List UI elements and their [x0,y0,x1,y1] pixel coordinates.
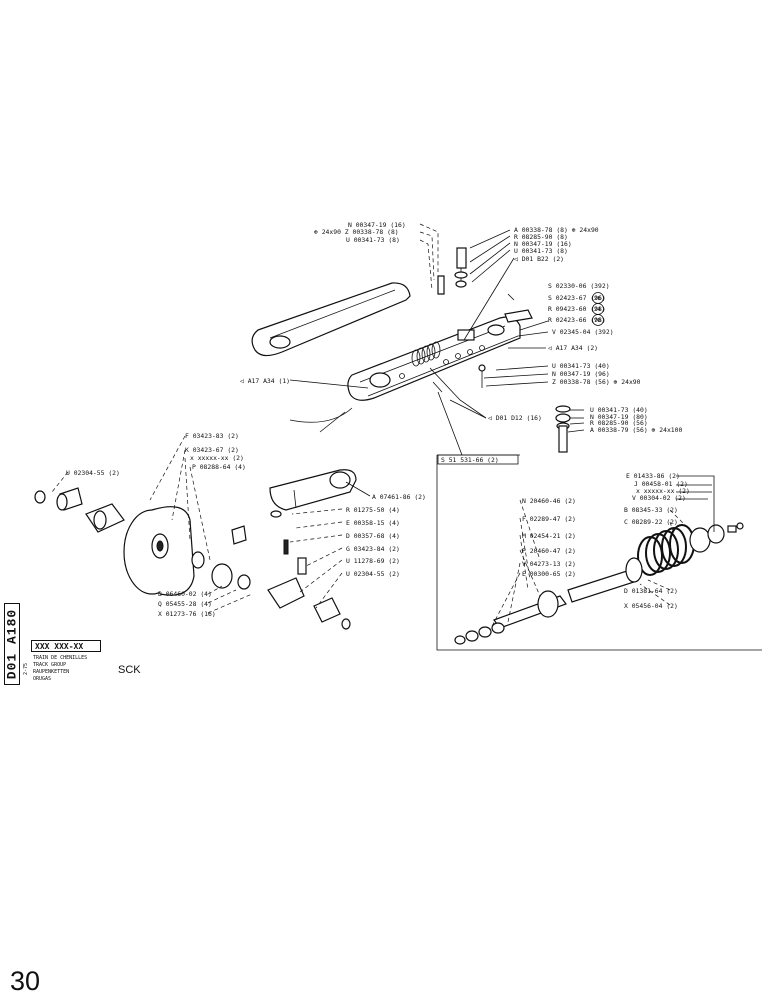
idler-labels: F 03423-83 (2) K 03423-67 (2) x xxxxx-xx… [66,432,426,618]
part-number-box: XXX XXX-XX [31,640,101,652]
part-label: x xxxxx-xx (2) [636,487,690,495]
sheet-code-box: D01 A180 [4,603,20,685]
part-label: R 02423-66 (98) [548,316,606,324]
circled-callouts: 28 24 70 [592,292,604,326]
part-label: ◁ D01 D12 (16) [488,414,542,422]
tensioner-labels: S 51 531-66 (2) E 01433-86 (2) J 00458-0… [441,456,690,610]
title-line: ORUGAS [33,676,52,682]
part-label: K 03423-67 (2) [185,446,239,454]
tensioner-panel [436,454,762,651]
part-label: N 00347-19 (16) [348,221,406,229]
sheet-date: 2-75 [23,662,29,676]
part-label: P 08288-64 (4) [192,463,246,471]
part-label: S 02330-06 (392) [548,282,610,290]
part-label: J 00458-01 (2) [634,480,688,488]
part-label: R 08285-90 (8) [514,233,568,241]
part-label: V 00304-02 (2) [632,494,686,502]
assembly-labels: N 00347-19 (16) ⊕ 24x90 Z 00338-78 (8) U… [240,221,682,434]
model-name: SCK [118,664,141,676]
part-label: U 02304-55 (2) [66,469,120,477]
part-label: C 08289-22 (2) [624,518,678,526]
part-label: P 20460-47 (2) [522,547,576,555]
part-label: E 01433-86 (2) [626,472,680,480]
part-label: X 01273-76 (16) [158,610,216,618]
part-label: A 00338-79 (56) ⊕ 24x100 [590,426,682,434]
title-line: TRAIN DE CHENILLES [33,655,88,661]
part-label: N 00347-19 (80) [590,413,648,421]
part-label: B 08345-33 (2) [624,506,678,514]
part-label: ◁ A17 A34 (1) [240,377,290,385]
part-label: R 09423-60 (98) [548,305,606,313]
circled-number: 28 [594,296,601,302]
part-label: U 02304-55 (2) [346,570,400,578]
title-line: RAUPENKETTEN [33,669,70,675]
part-label: N 00347-19 (96) [552,370,610,378]
part-label: A 07461-86 (2) [372,493,426,501]
part-label: V 02345-04 (392) [552,328,614,336]
part-label: x xxxxx-xx (2) [190,454,244,462]
sheet-code: D01 A180 [4,608,20,680]
part-label: F 03423-83 (2) [185,432,239,440]
part-label: X 05456-04 (2) [624,602,678,610]
part-label: D 01381-64 (2) [624,587,678,595]
date-box: 2-75 [22,654,30,684]
part-label: U 00341-73 (8) [514,247,568,255]
part-label: E 00300-65 (2) [522,570,576,578]
group-titles: TRAIN DE CHENILLES TRACK GROUP RAUPENKET… [33,655,87,683]
part-label: S 02423-67 (96) [548,294,606,302]
page-number: 30 [10,966,41,996]
part-label: ◁ A17 A34 (2) [548,344,598,352]
part-label: F 02289-47 (2) [522,515,576,523]
part-label: V 04273-13 (2) [522,560,576,568]
title-line: TRACK GROUP [33,662,67,668]
track-frame-drawing [251,247,571,453]
tensioner-header: S 51 531-66 (2) [441,456,499,464]
idler-drawing [34,435,371,630]
part-label: ◁ D01 B22 (2) [514,255,564,263]
leader-lines [289,223,585,456]
part-label: R 01275-50 (4) [346,506,400,514]
part-label: U 00341-73 (40) [552,362,610,370]
part-label: U 00341-73 (8) [346,236,400,244]
part-label: Z 00338-78 (56) ⊕ 24x90 [552,378,641,386]
part-label: Q 05455-28 (4) [158,600,212,608]
part-label: D 00357-68 (4) [346,532,400,540]
part-label: M 02454-21 (2) [522,532,576,540]
circled-number: 70 [594,318,601,324]
part-label: G 03423-84 (2) [346,545,400,553]
circled-number: 24 [594,307,601,313]
part-label: R 08285-90 (56) [590,419,648,427]
part-label: U 00341-73 (40) [590,406,648,414]
part-label: ⊕ 24x90 Z 00338-78 (8) [314,228,399,236]
part-label: B 06460-02 (4) [158,590,212,598]
part-label: E 00358-15 (4) [346,519,400,527]
part-label: N 20460-46 (2) [522,497,576,505]
part-label: A 00338-78 (8) ⊕ 24x90 [514,226,599,234]
part-label: U 11278-69 (2) [346,557,400,565]
part-label: N 00347-19 (16) [514,240,572,248]
